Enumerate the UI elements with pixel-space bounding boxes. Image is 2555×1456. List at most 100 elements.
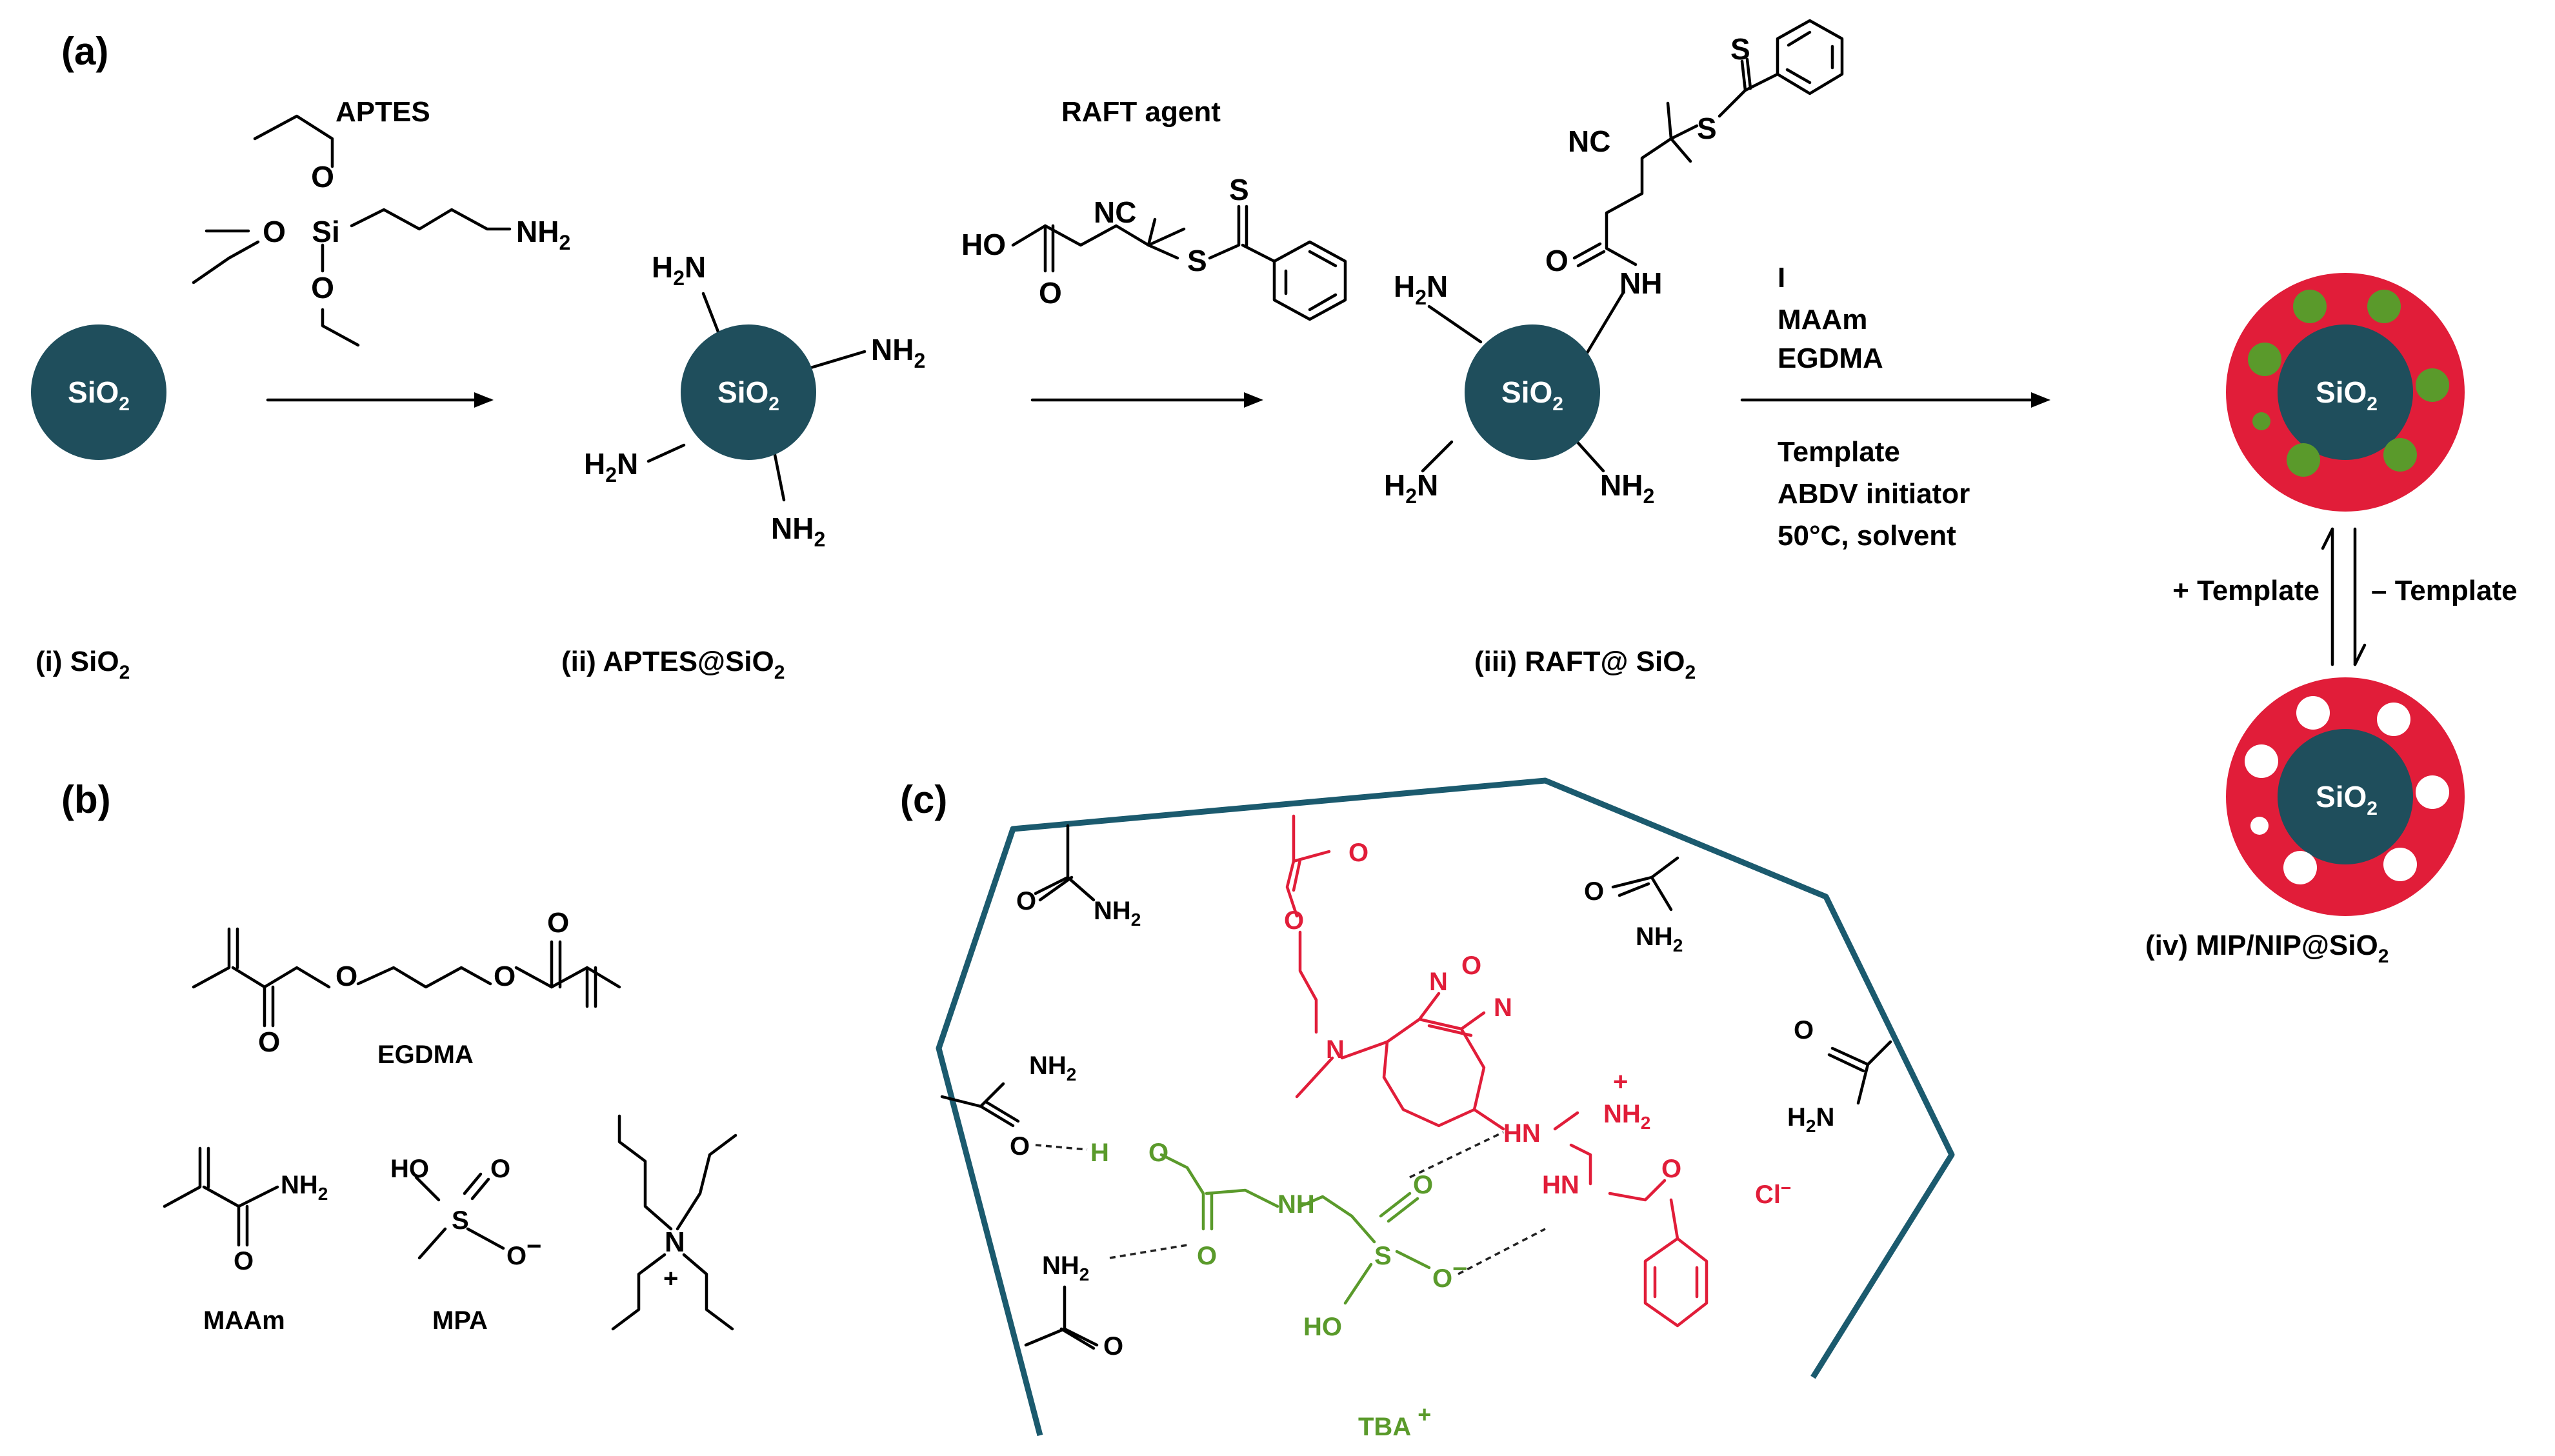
- particle-sio2: SiO2: [31, 324, 166, 460]
- svg-text:O: O: [494, 961, 516, 992]
- egdma-structure: O O O O EGDMA: [192, 907, 621, 1069]
- silica-core-label: SiO2: [2316, 780, 2378, 819]
- svg-text:H2N: H2N: [1787, 1103, 1834, 1136]
- svg-text:O: O: [1413, 1171, 1433, 1199]
- svg-text:NH2: NH2: [1600, 468, 1654, 508]
- silica-core-label: SiO2: [1501, 375, 1563, 415]
- template-equilibrium: + Template – Template: [2172, 527, 2518, 666]
- particle-raft-sio2: SiO2 H2N H2N NH2 O NH NC S S: [1384, 19, 1844, 508]
- cavity-maam-residues: O NH2 NH2 O NH2 O O NH2 O H2N: [940, 824, 1892, 1361]
- svg-text:S: S: [1229, 173, 1249, 206]
- svg-text:O: O: [1661, 1155, 1681, 1183]
- svg-text:O−: O−: [506, 1232, 541, 1270]
- chloride-counterion: Cl−: [1755, 1178, 1791, 1209]
- svg-text:ABDV initiator: ABDV initiator: [1778, 478, 1970, 510]
- aptes-label: APTES: [336, 96, 430, 128]
- empty-cavities: [2245, 696, 2449, 884]
- mip-particle: SiO2: [2226, 273, 2465, 512]
- svg-text:EGDMA: EGDMA: [1778, 343, 1883, 374]
- raft-agent-label: RAFT agent: [1061, 96, 1221, 128]
- svg-text:H2N: H2N: [652, 250, 706, 290]
- svg-text:+: +: [1613, 1068, 1628, 1096]
- svg-text:NC: NC: [1568, 125, 1610, 158]
- silica-core: [681, 324, 816, 460]
- svg-text:O: O: [1545, 244, 1568, 277]
- svg-text:H2N: H2N: [1394, 270, 1448, 309]
- svg-text:NH2: NH2: [1636, 922, 1683, 955]
- svg-text:H2N: H2N: [584, 447, 638, 486]
- svg-text:HO: HO: [961, 228, 1006, 261]
- cavity-outline: [936, 777, 1955, 1437]
- svg-text:NH: NH: [1619, 266, 1662, 300]
- raft-agent-structure: HO O NC S S: [961, 173, 1347, 321]
- svg-text:NH: NH: [1278, 1190, 1315, 1219]
- svg-text:O: O: [1461, 952, 1481, 980]
- svg-text:O: O: [234, 1247, 254, 1275]
- svg-text:HO: HO: [390, 1155, 429, 1183]
- silica-core-label: SiO2: [2316, 375, 2378, 415]
- svg-text:O: O: [311, 271, 334, 304]
- svg-text:H: H: [1090, 1139, 1109, 1167]
- add-template-label: + Template: [2172, 575, 2320, 606]
- svg-text:O: O: [1016, 887, 1036, 915]
- svg-text:O: O: [263, 215, 286, 248]
- svg-text:O: O: [258, 1026, 280, 1058]
- svg-text:O−: O−: [1432, 1255, 1467, 1293]
- svg-text:N: N: [665, 1226, 685, 1258]
- svg-text:Si: Si: [312, 215, 339, 248]
- svg-text:O: O: [1197, 1242, 1217, 1270]
- svg-text:NH2: NH2: [516, 215, 570, 254]
- svg-text:NH2: NH2: [1042, 1252, 1089, 1284]
- svg-text:I: I: [1778, 262, 1785, 294]
- template-molecule: O O N N O N HN NH2 + HN O: [1284, 814, 1708, 1328]
- arrow-step2-head: [1244, 392, 1263, 408]
- tba-counterion: TBA+: [1358, 1401, 1431, 1441]
- svg-text:N: N: [1326, 1035, 1345, 1064]
- svg-text:O: O: [1348, 839, 1368, 867]
- svg-text:NC: NC: [1094, 195, 1136, 229]
- mpa-structure: HO O S O− MPA: [390, 1155, 541, 1335]
- svg-text:HO: HO: [1303, 1313, 1342, 1341]
- maam-structure: NH2 O MAAm: [163, 1146, 328, 1335]
- stage-label-ii: (ii) APTES@SiO2: [561, 646, 785, 683]
- svg-text:NH2: NH2: [1094, 897, 1141, 930]
- svg-text:S: S: [1374, 1242, 1392, 1270]
- svg-text:50°C, solvent: 50°C, solvent: [1778, 520, 1956, 552]
- svg-text:S: S: [452, 1206, 469, 1235]
- svg-text:NH2: NH2: [1029, 1052, 1076, 1084]
- stage-label-iv: (iv) MIP/NIP@SiO2: [2145, 930, 2389, 967]
- svg-text:H2N: H2N: [1384, 468, 1438, 508]
- svg-text:NH2: NH2: [771, 512, 825, 551]
- mpa-label: MPA: [432, 1306, 488, 1335]
- svg-text:O: O: [1794, 1016, 1814, 1044]
- silica-core: [1465, 324, 1600, 460]
- svg-text:+: +: [663, 1264, 678, 1293]
- silica-core-label: SiO2: [717, 375, 779, 415]
- template-sites: [2248, 290, 2449, 477]
- aptes-structure: O O Si O NH2: [192, 114, 570, 347]
- svg-text:NH2: NH2: [1603, 1100, 1650, 1133]
- svg-text:O: O: [547, 907, 569, 939]
- svg-text:O: O: [1584, 877, 1604, 906]
- svg-text:N: N: [1429, 968, 1448, 996]
- remove-template-label: – Template: [2371, 575, 2518, 606]
- svg-text:O: O: [336, 961, 357, 992]
- svg-text:NH2: NH2: [871, 333, 925, 372]
- panel-label-a: (a): [61, 30, 108, 73]
- svg-text:Template: Template: [1778, 436, 1900, 468]
- egdma-label: EGDMA: [377, 1041, 474, 1069]
- silica-core-label: SiO2: [68, 375, 130, 415]
- svg-text:S: S: [1730, 32, 1750, 66]
- panel-label-c: (c): [900, 778, 947, 821]
- svg-text:N: N: [1494, 993, 1512, 1022]
- maam-label: MAAm: [203, 1306, 285, 1335]
- arrow-step1-head: [474, 392, 494, 408]
- silica-core: [31, 324, 166, 460]
- nip-particle: SiO2: [2226, 677, 2465, 916]
- panel-label-b: (b): [61, 778, 111, 821]
- arrow-step3-head: [2031, 392, 2050, 408]
- particle-aptes-sio2: SiO2 H2N NH2 H2N NH2: [584, 250, 925, 551]
- svg-text:O: O: [490, 1155, 510, 1183]
- silica-core: [2278, 729, 2413, 864]
- svg-text:MAAm: MAAm: [1778, 304, 1867, 335]
